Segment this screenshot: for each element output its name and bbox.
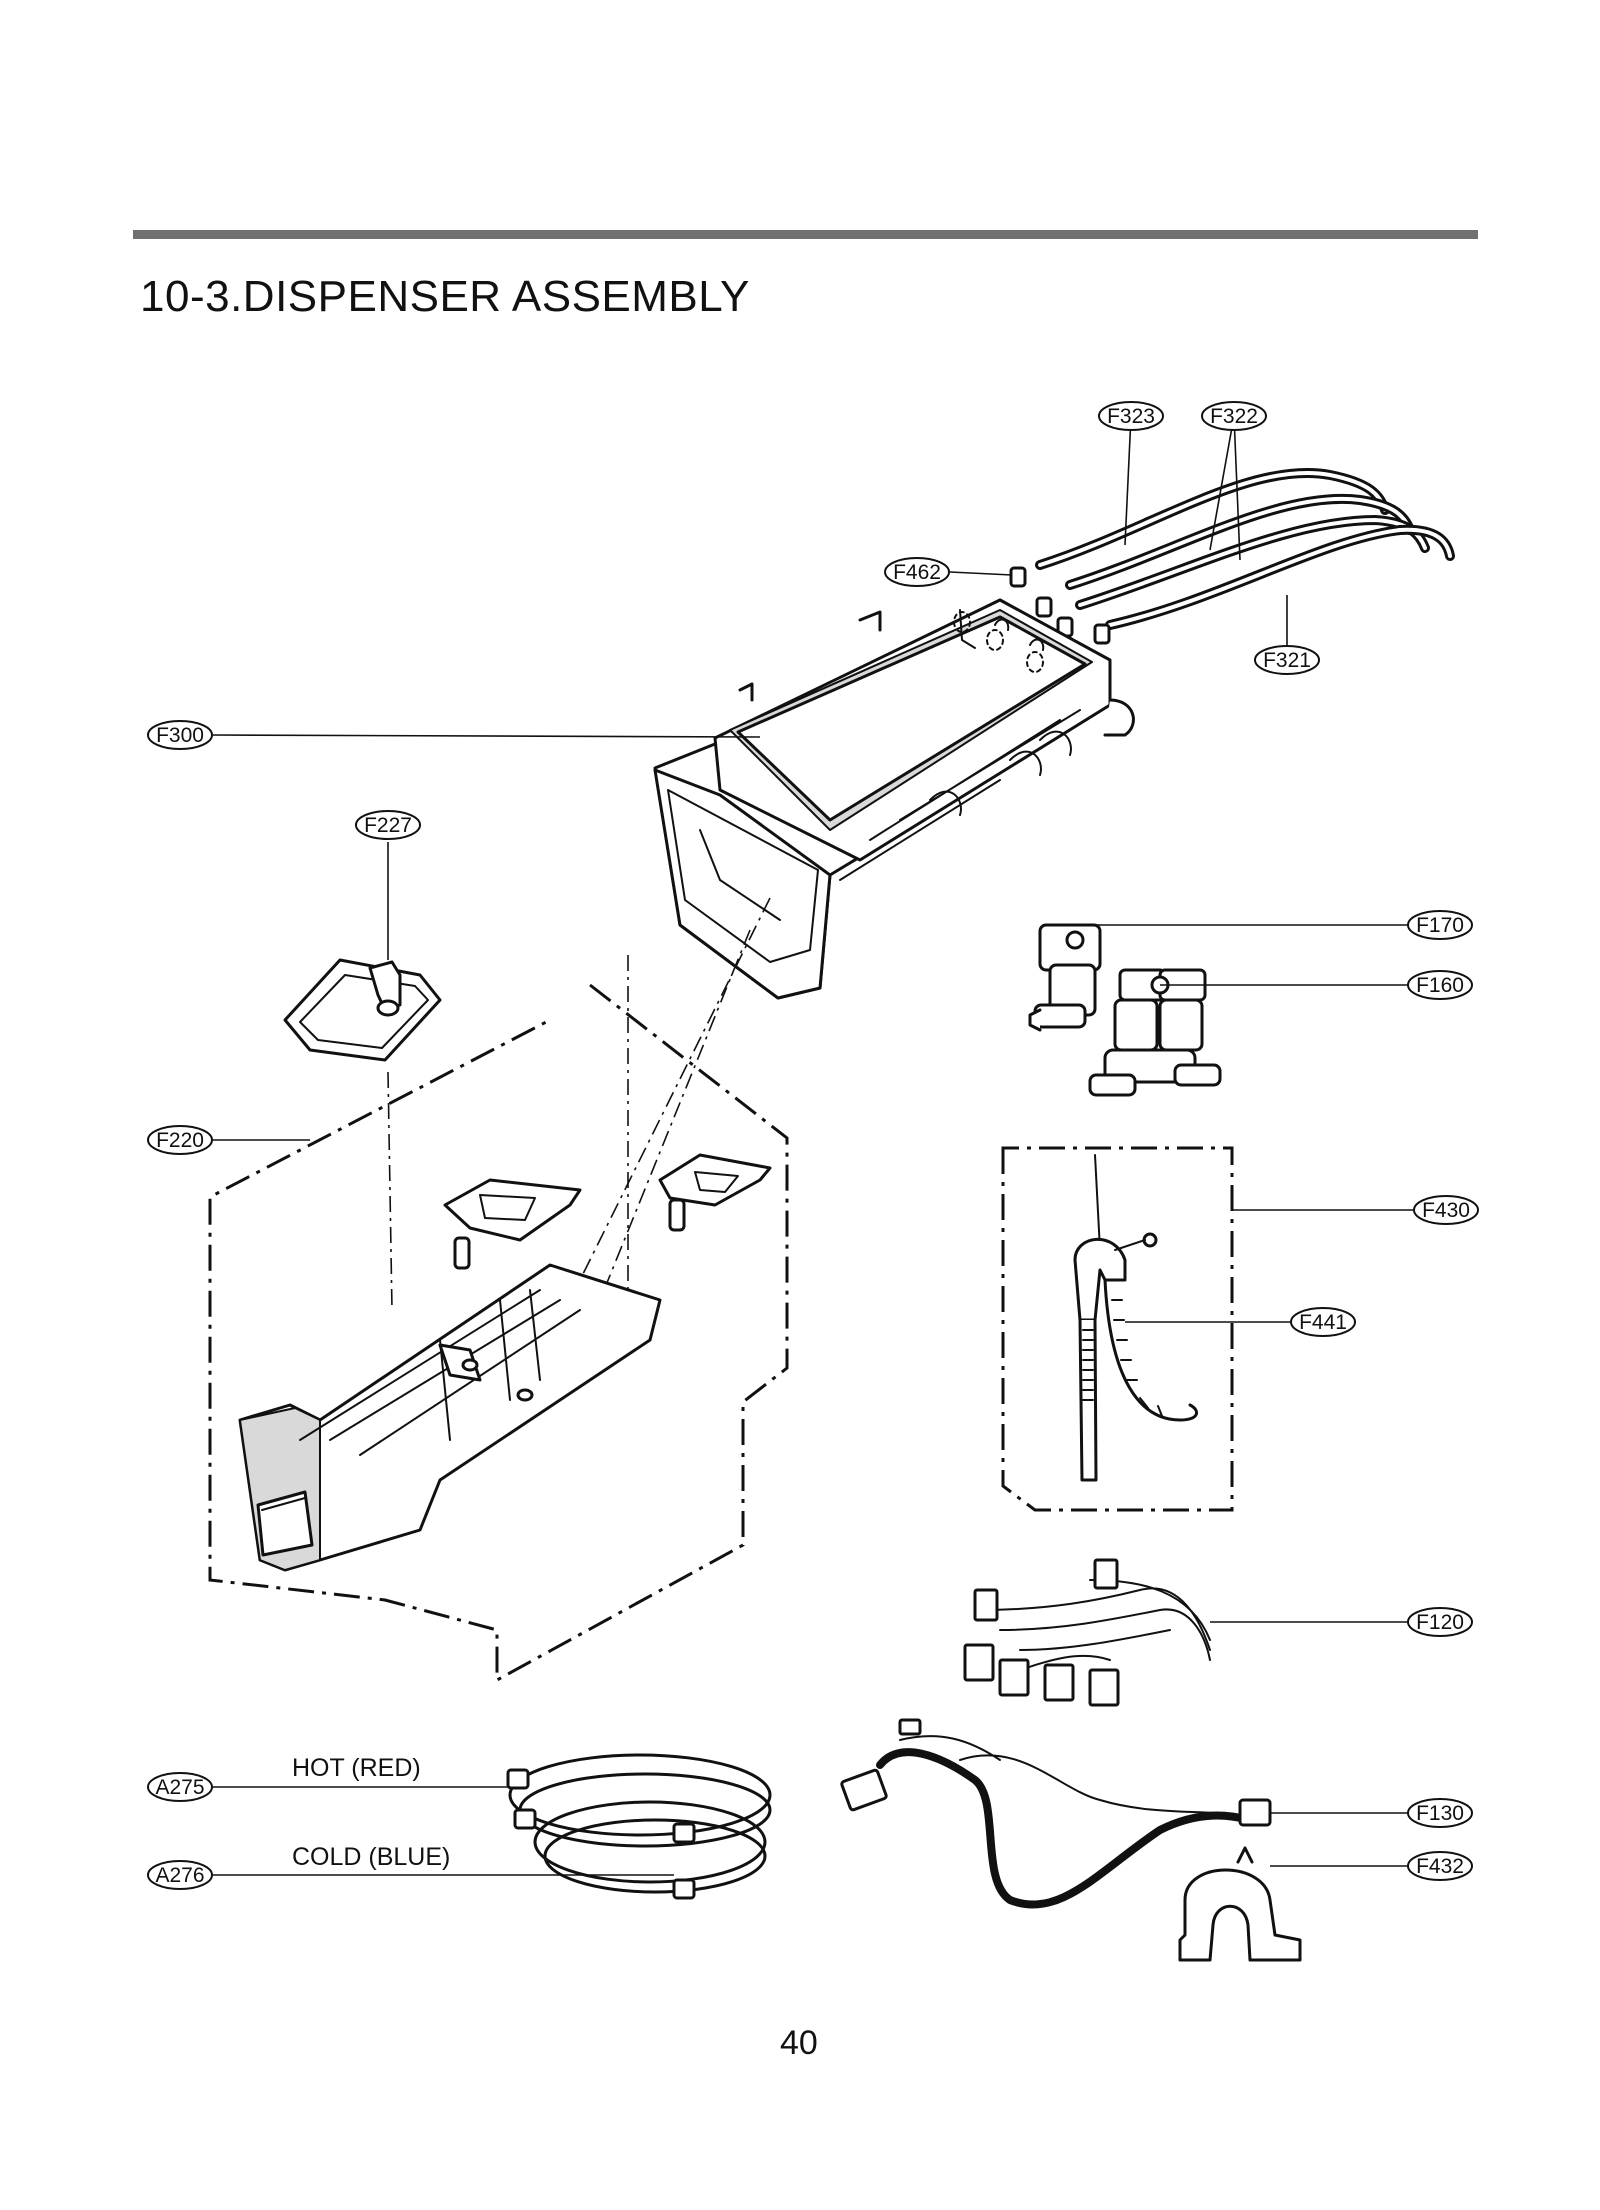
callout-f227: F227 — [355, 810, 421, 840]
callout-f323: F323 — [1098, 401, 1164, 431]
callout-ellipse — [1254, 645, 1320, 675]
callout-ellipse — [884, 557, 950, 587]
callout-f462: F462 — [884, 557, 950, 587]
callout-label: F322 — [1210, 405, 1258, 428]
callout-ellipse — [147, 720, 213, 750]
callout-ellipse — [355, 810, 421, 840]
callout-ellipse — [1413, 1195, 1479, 1225]
callout-ellipse — [147, 1125, 213, 1155]
callout-ellipse — [1407, 910, 1473, 940]
wire-harness — [963, 1558, 1211, 1707]
callout-f130: F130 — [1407, 1798, 1473, 1828]
callout-label: F432 — [1416, 1855, 1464, 1878]
callout-ellipse — [1407, 970, 1473, 1000]
callout-f432: F432 — [1407, 1851, 1473, 1881]
callout-ellipse — [1407, 1851, 1473, 1881]
pressure-switch-hose-group — [1001, 1146, 1234, 1512]
callout-f430: F430 — [1413, 1195, 1479, 1225]
inlet-hoses — [1009, 467, 1455, 645]
callout-label: F321 — [1263, 649, 1311, 672]
leader-lines — [209, 415, 1418, 1876]
page-title: 10-3.DISPENSER ASSEMBLY — [140, 272, 750, 321]
wire-harness-2 — [840, 1718, 1302, 1962]
callout-label: F220 — [156, 1129, 204, 1152]
hot-hose-label: HOT (RED) — [292, 1754, 421, 1782]
callout-f120: F120 — [1407, 1607, 1473, 1637]
supply-hoses — [506, 1753, 772, 1900]
callout-f300: F300 — [147, 720, 213, 750]
page-number: 40 — [780, 2024, 818, 2062]
callout-f321: F321 — [1254, 645, 1320, 675]
callout-ellipse — [1201, 401, 1267, 431]
callout-f220: F220 — [147, 1125, 213, 1155]
header-rule — [133, 230, 1478, 239]
callout-ellipse — [1407, 1798, 1473, 1828]
callout-label: F441 — [1299, 1311, 1347, 1334]
callout-bubbles: F323 F322F462F321F300F227F170F160F220F430… — [147, 401, 1479, 1890]
callout-label: F323 — [1107, 405, 1155, 428]
callout-f170: F170 — [1407, 910, 1473, 940]
callout-label: F462 — [893, 561, 941, 584]
callout-label: A275 — [155, 1776, 204, 1799]
callout-ellipse — [1407, 1607, 1473, 1637]
callout-a276: A276 — [147, 1860, 213, 1890]
cold-hose-label: COLD (BLUE) — [292, 1843, 450, 1871]
callout-ellipse — [1098, 401, 1164, 431]
callout-label: F160 — [1416, 974, 1464, 997]
dispenser-drawer-group — [208, 897, 789, 1683]
callout-f160: F160 — [1407, 970, 1473, 1000]
water-valves — [1028, 923, 1222, 1097]
callout-label: A276 — [155, 1864, 204, 1887]
callout-label: F227 — [364, 814, 412, 837]
callout-label: F430 — [1422, 1199, 1470, 1222]
callout-label: F120 — [1416, 1611, 1464, 1634]
callout-label: F130 — [1416, 1802, 1464, 1825]
callout-label: F300 — [156, 724, 204, 747]
dispenser-housing — [653, 598, 1135, 1000]
callout-ellipse — [147, 1772, 213, 1802]
callout-ellipse — [1290, 1307, 1356, 1337]
callout-f322: F322 — [1201, 401, 1267, 431]
callout-a275: A275 — [147, 1772, 213, 1802]
callout-ellipse — [147, 1860, 213, 1890]
softener-cap — [283, 958, 442, 1062]
callout-label: F170 — [1416, 914, 1464, 937]
callout-f441: F441 — [1290, 1307, 1356, 1337]
